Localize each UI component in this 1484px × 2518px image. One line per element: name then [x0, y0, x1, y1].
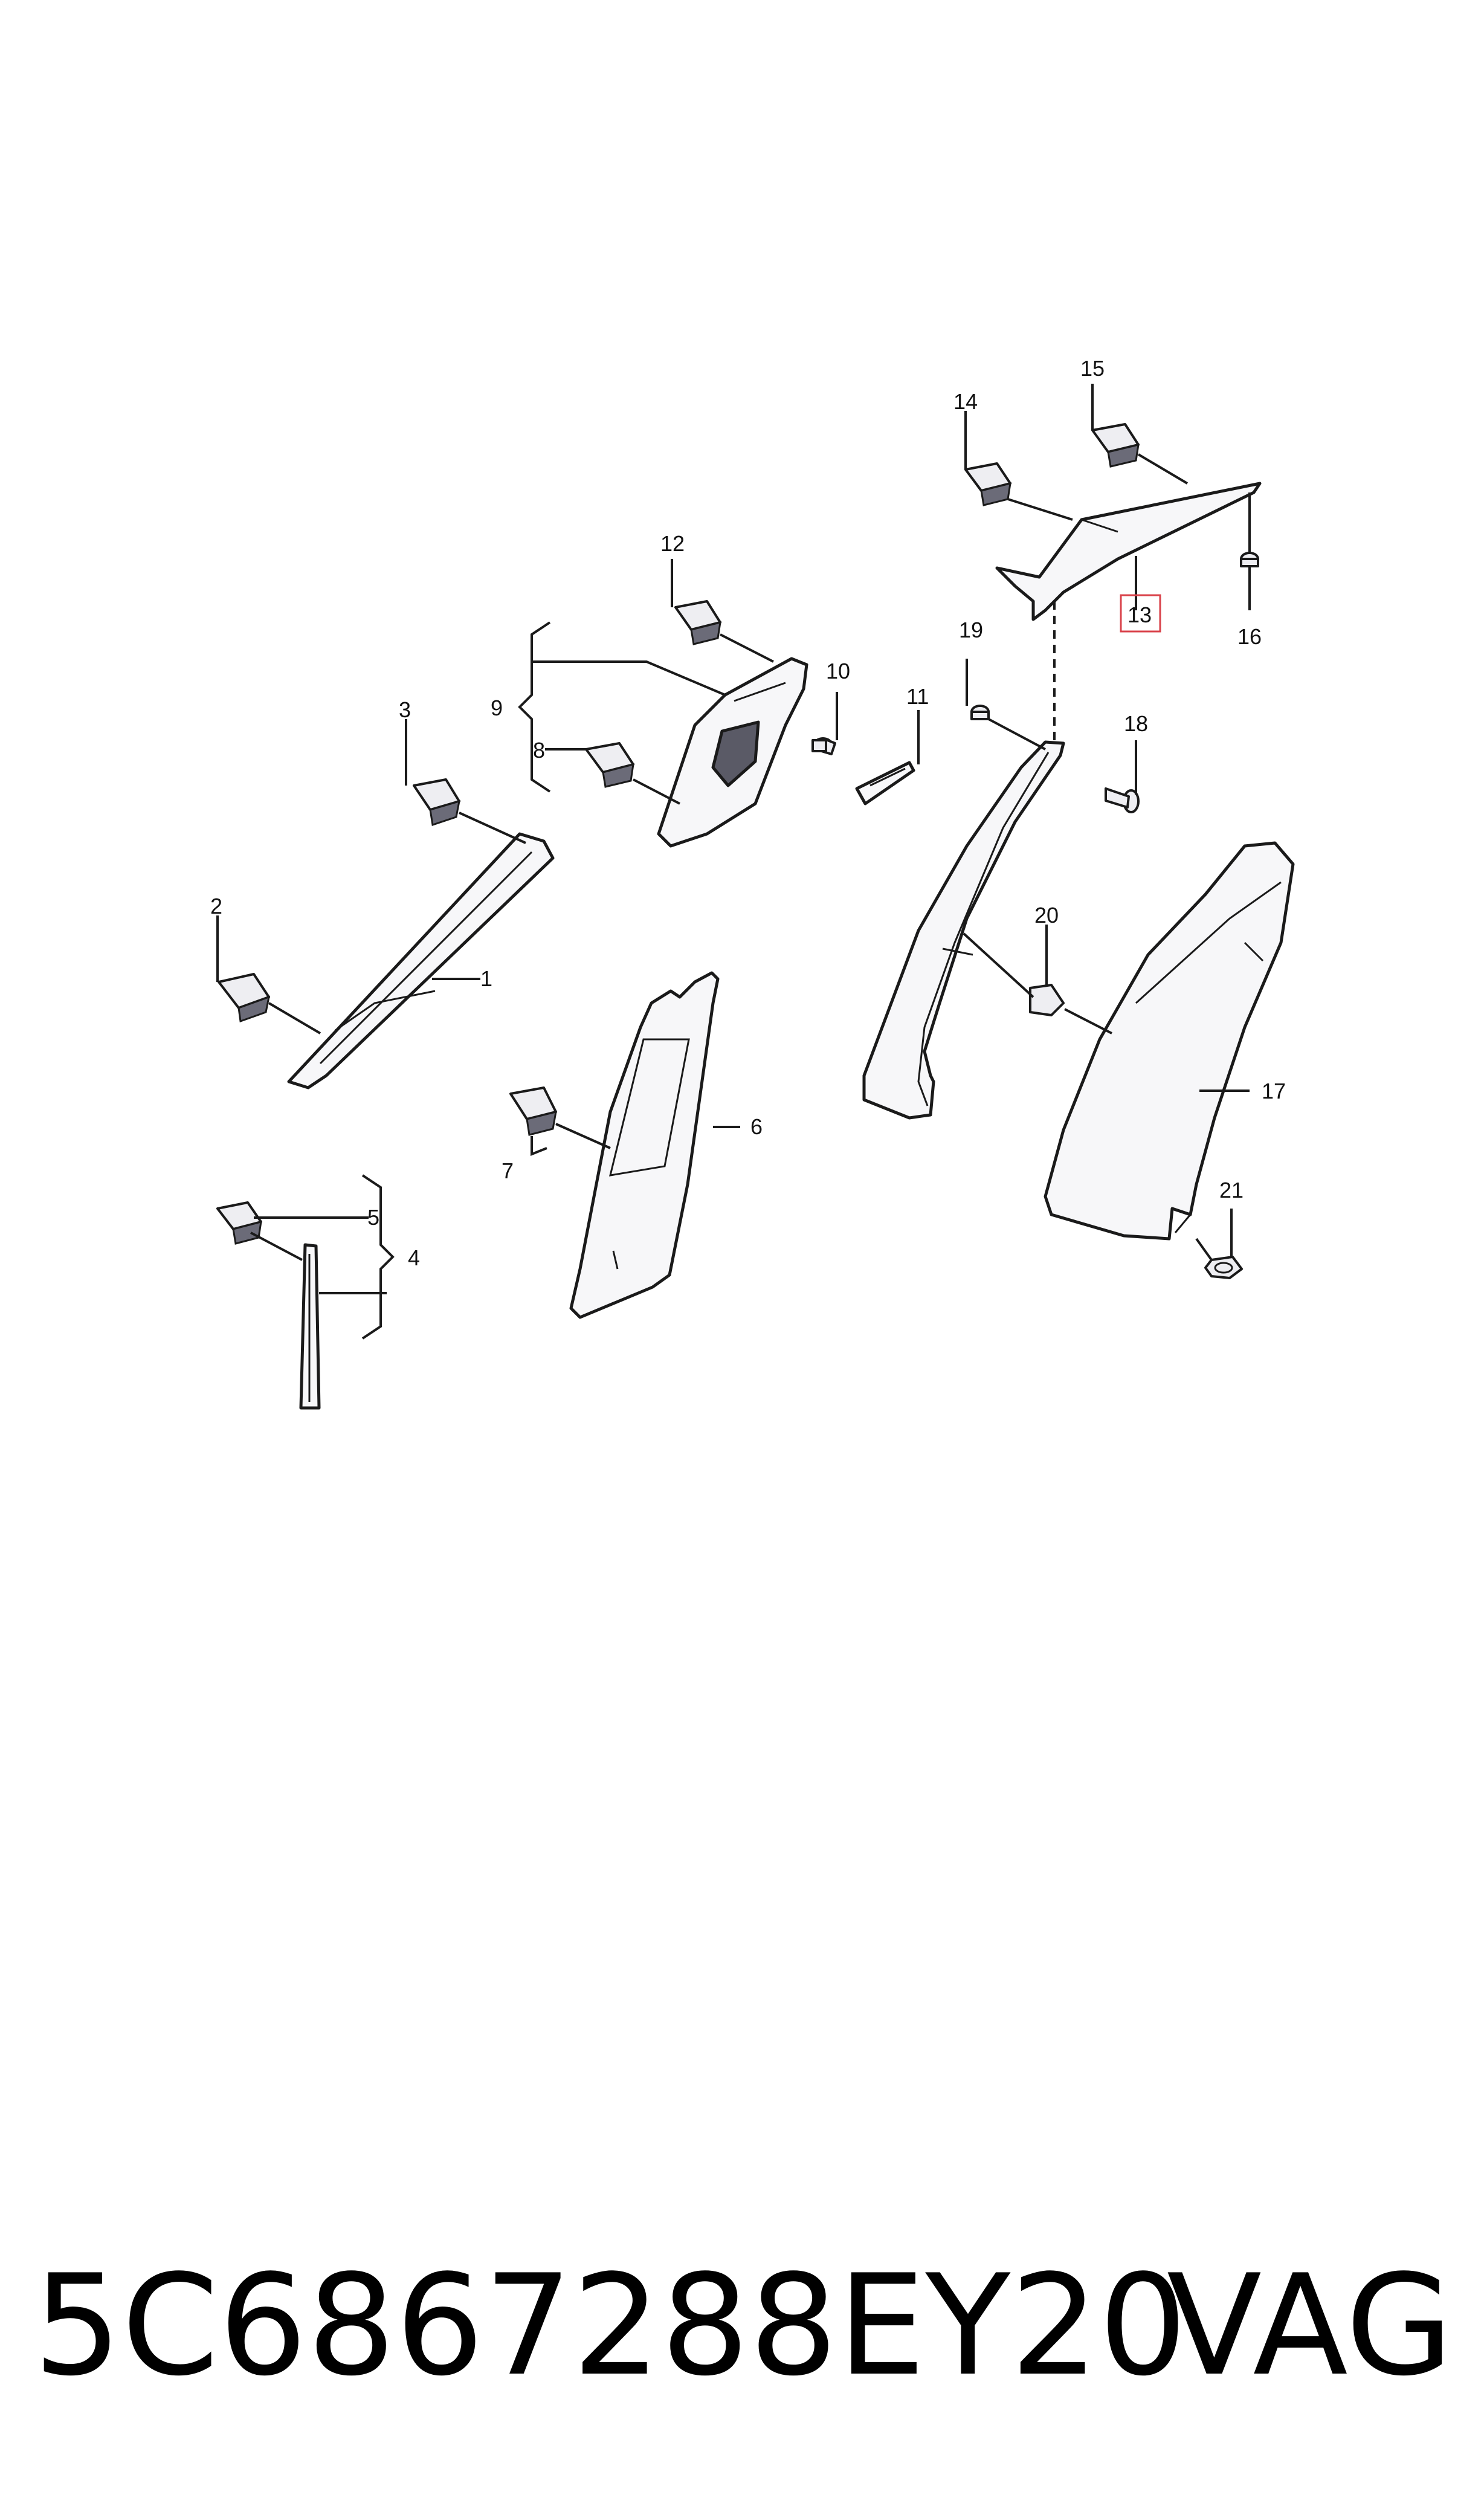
callout-10: 10: [826, 659, 850, 683]
bracket-9: [518, 621, 551, 793]
callout-19: 19: [959, 618, 983, 642]
callout-17: 17: [1262, 1079, 1286, 1103]
callout-labels: 1 2 3 4 5 6 7 8 9 10 11 12 13 14 15 16 1…: [210, 356, 1286, 1270]
brand-label: VAG: [1166, 2245, 1453, 2407]
callout-16: 16: [1237, 624, 1262, 649]
callout-3: 3: [399, 697, 411, 722]
part-6-b-pillar-lower-trim: [569, 971, 720, 1319]
callout-2: 2: [210, 894, 222, 918]
bracket-4: [361, 1174, 395, 1340]
callout-9: 9: [491, 696, 503, 720]
part-number: 5C6867288EY20: [33, 2245, 1187, 2407]
clip-part-8: [585, 742, 634, 788]
clip-part-3: [413, 778, 460, 826]
part-13-upper-trim: [995, 482, 1262, 621]
pillar-seal-frame: [862, 740, 1065, 1120]
clip-part-20: [1029, 984, 1065, 1016]
clip-part-2: [218, 973, 270, 1023]
clip-part-7: [509, 1086, 557, 1136]
nut-part-16: [1240, 552, 1259, 567]
callout-11: 11: [906, 684, 929, 709]
callout-13-highlight: [1120, 594, 1161, 633]
callout-15: 15: [1080, 356, 1105, 381]
leader-lines: [216, 384, 1251, 1294]
callout-14: 14: [953, 389, 978, 414]
part-number-caption: 5C6867288EY20 VAG: [33, 2248, 1453, 2405]
clip-part-12: [674, 600, 721, 645]
callout-1: 1: [480, 966, 492, 991]
callout-5: 5: [367, 1205, 379, 1230]
callout-18: 18: [1124, 711, 1148, 736]
clip-part-14: [964, 462, 1011, 506]
nut-part-19: [970, 705, 990, 720]
clip-part-5: [216, 1201, 262, 1245]
callout-13: 13: [1128, 602, 1152, 627]
part-17-c-pillar-trim: [1044, 841, 1295, 1241]
screw-part-10: [811, 737, 836, 755]
screw-part-18: [1105, 787, 1140, 813]
part-11-cover: [855, 761, 915, 805]
callout-20: 20: [1034, 903, 1059, 928]
clip-part-15: [1091, 423, 1140, 468]
callout-6: 6: [750, 1114, 763, 1139]
callout-12: 12: [660, 531, 685, 556]
callout-7: 7: [502, 1158, 514, 1183]
part-9-b-pillar-upper-trim: [657, 657, 808, 848]
callout-4: 4: [408, 1245, 420, 1270]
callout-8: 8: [533, 738, 545, 763]
part-4-trim-strip: [299, 1243, 321, 1410]
callout-21: 21: [1219, 1178, 1244, 1203]
part-1-a-pillar-trim: [287, 832, 555, 1090]
